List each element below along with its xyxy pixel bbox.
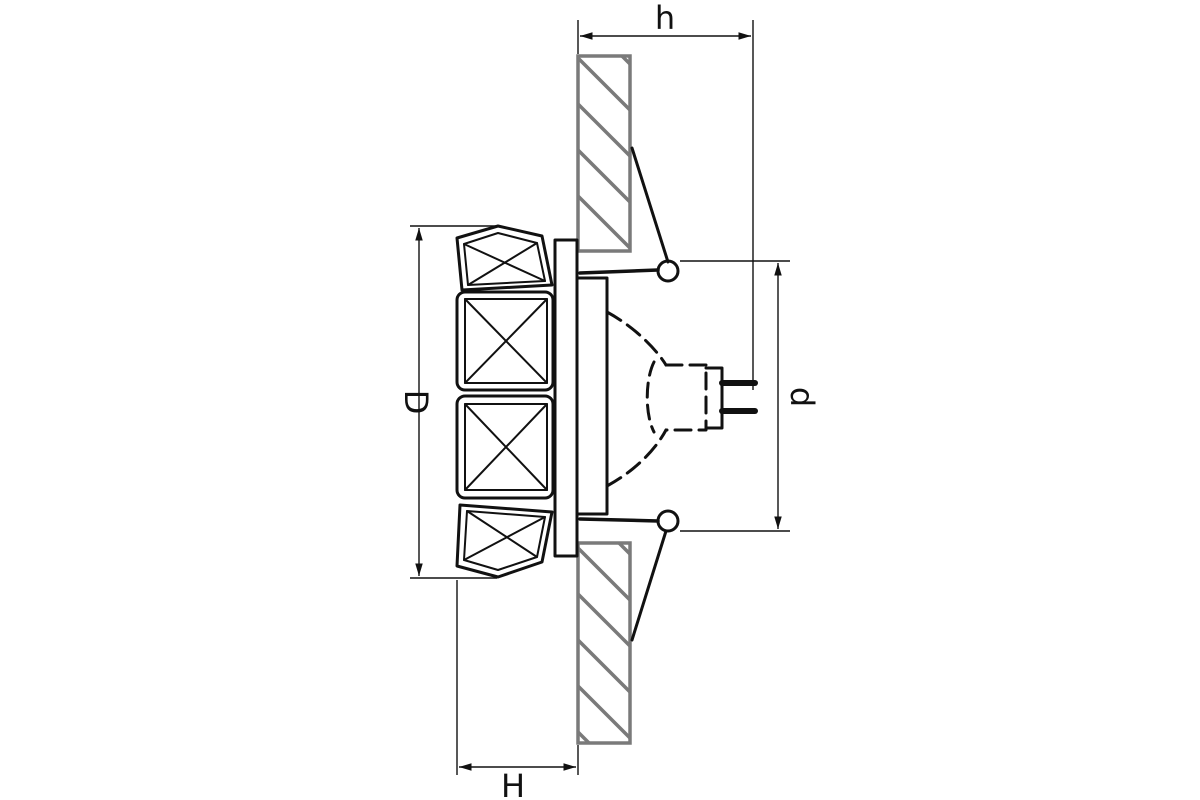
crystal-top	[455, 224, 554, 292]
crystal-bottom	[455, 503, 554, 579]
lamp-ring	[575, 276, 609, 516]
ceiling-section-top	[576, 54, 632, 253]
flange-plate	[553, 238, 579, 558]
crystal-decor	[455, 224, 555, 579]
spring-pivot-top	[656, 259, 680, 283]
label-H: H	[501, 767, 525, 800]
mounting-springs	[578, 146, 680, 642]
ceiling-section-bottom	[576, 541, 632, 745]
wall-outline-bottom	[576, 541, 632, 745]
dimension-D: D	[397, 225, 497, 579]
label-d: d	[783, 387, 821, 407]
crystal-lower	[455, 394, 555, 500]
dimension-h: h	[577, 0, 754, 390]
lamp-bulb	[605, 310, 758, 488]
hatch-bottom	[578, 543, 630, 743]
hatch-top	[578, 56, 630, 251]
dimension-d: d	[680, 260, 821, 532]
spring-pivot-bottom	[656, 509, 680, 533]
dimension-H: H	[456, 580, 579, 800]
label-h: h	[655, 0, 675, 37]
housing	[553, 238, 609, 558]
wall-outline-top	[576, 54, 632, 253]
label-D: D	[397, 390, 435, 415]
crystal-upper	[455, 290, 555, 392]
